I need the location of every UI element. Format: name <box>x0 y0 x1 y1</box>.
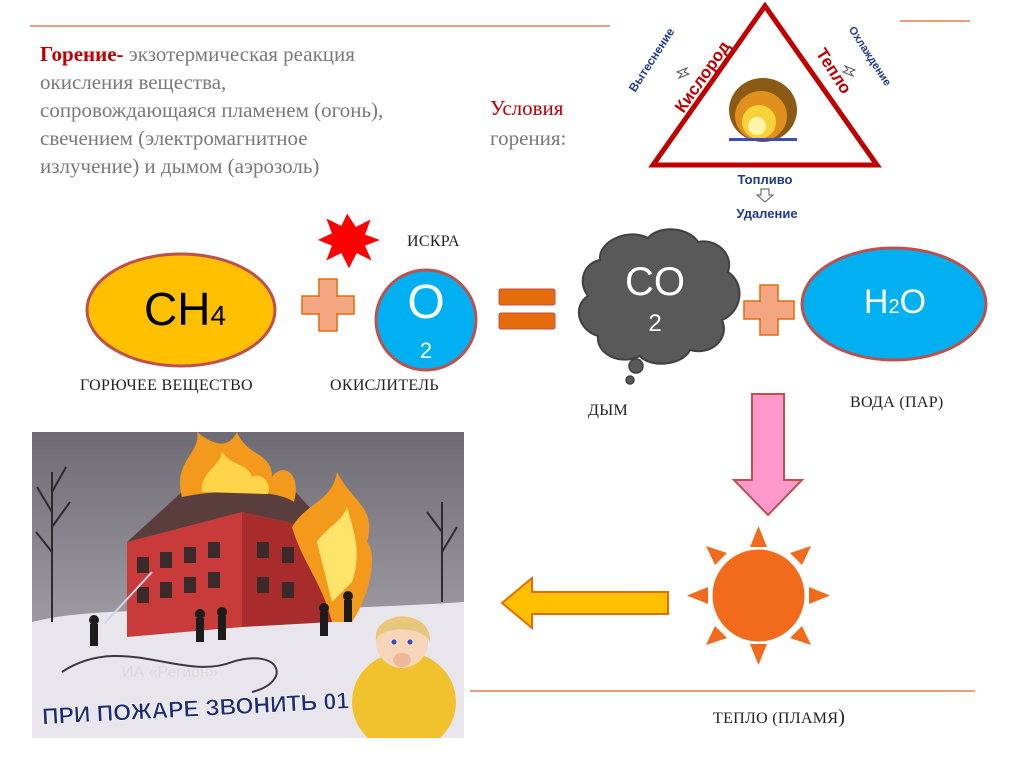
smoke-cloud <box>578 228 741 385</box>
methane-formula: CH4 <box>120 282 250 336</box>
water-h: H <box>863 283 889 321</box>
footer-line <box>470 690 975 692</box>
sun-icon <box>687 526 830 665</box>
displacement-label-group: Вытеснение <box>626 25 678 94</box>
definition-line-5: излучение) и дымом (аэрозоль) <box>40 154 320 178</box>
heat-flow-graphic <box>500 393 830 665</box>
methane-ellipse <box>85 252 277 368</box>
displacement-arrow-icon <box>675 66 691 80</box>
fire-triangle-diagram: Кислород Тепло Вытеснение Охлаждение Топ… <box>626 1 893 221</box>
definition-line-2: окисления вещества, <box>40 70 227 94</box>
water-o: O <box>899 283 927 321</box>
oxygen-formula-sub: 2 <box>419 338 433 363</box>
oxidizer-label: ОКИСЛИТЕЛЬ <box>330 377 439 394</box>
definition-line-1: экзотермическая реакция <box>123 42 355 66</box>
definition-line-4: свечением (электромагнитное <box>40 126 308 150</box>
plus-icon-2 <box>743 284 795 336</box>
fire-safety-poster: ИА «Регион» ПРИ ПОЖАРЕ ЗВОНИТЬ 01 <box>32 432 464 738</box>
conditions-heading: Условия горения: <box>490 93 610 153</box>
co2-formula-main: CO <box>625 260 685 304</box>
water-ellipse <box>800 246 988 362</box>
conditions-line-2: горения: <box>490 126 567 150</box>
oxygen-formula-main: O <box>407 276 445 329</box>
header-line-right <box>900 20 970 22</box>
cooling-arrow-icon <box>841 64 857 78</box>
methane-main: CH <box>143 283 211 335</box>
spark-icon <box>314 210 385 272</box>
heat-flame-text: ТЕПЛО (ПЛАМЯ <box>713 710 839 727</box>
spark-label: ИСКРА <box>407 233 460 250</box>
smoke-label: ДЫМ <box>588 402 628 419</box>
child-figure <box>352 616 456 738</box>
plus-icon-1 <box>301 278 355 332</box>
definition-text: Горение- экзотермическая реакция окислен… <box>40 40 480 180</box>
water-label: ВОДА (ПАР) <box>850 394 944 411</box>
heat-flame-paren: ) <box>838 706 846 728</box>
definition-term: Горение <box>40 42 117 66</box>
water-sub: 2 <box>888 296 900 318</box>
poster-watermark: ИА «Регион» <box>122 664 218 681</box>
fire-triangle <box>648 1 882 168</box>
flame-image <box>723 72 803 142</box>
water-formula: H2O <box>830 283 960 322</box>
removal-arrow-icon <box>755 188 775 203</box>
equals-icon <box>498 288 556 330</box>
fuel-label-text: ГОРЮЧЕЕ ВЕЩЕСТВО <box>80 377 253 394</box>
left-arrow <box>500 575 669 631</box>
cooling-label: Охлаждение <box>846 24 893 88</box>
flames <box>179 432 372 622</box>
displacement-label: Вытеснение <box>626 25 678 94</box>
conditions-line-1: Условия <box>490 96 564 120</box>
definition-line-3: сопровождающаяся пламенем (огонь), <box>40 98 384 122</box>
methane-sub: 4 <box>210 300 227 331</box>
heat-flame-label: ТЕПЛО (ПЛАМЯ) <box>713 706 845 729</box>
fuel-label: Топливо <box>738 172 793 187</box>
down-arrow <box>731 393 805 517</box>
definition-dash: - <box>116 42 124 66</box>
header-line-left <box>30 25 610 27</box>
co2-formula-sub: 2 <box>648 310 662 337</box>
oxygen-circle <box>374 268 478 372</box>
removal-label: Удаление <box>736 206 797 221</box>
cooling-label-group: Охлаждение <box>846 24 893 88</box>
reaction-equation <box>85 210 988 385</box>
